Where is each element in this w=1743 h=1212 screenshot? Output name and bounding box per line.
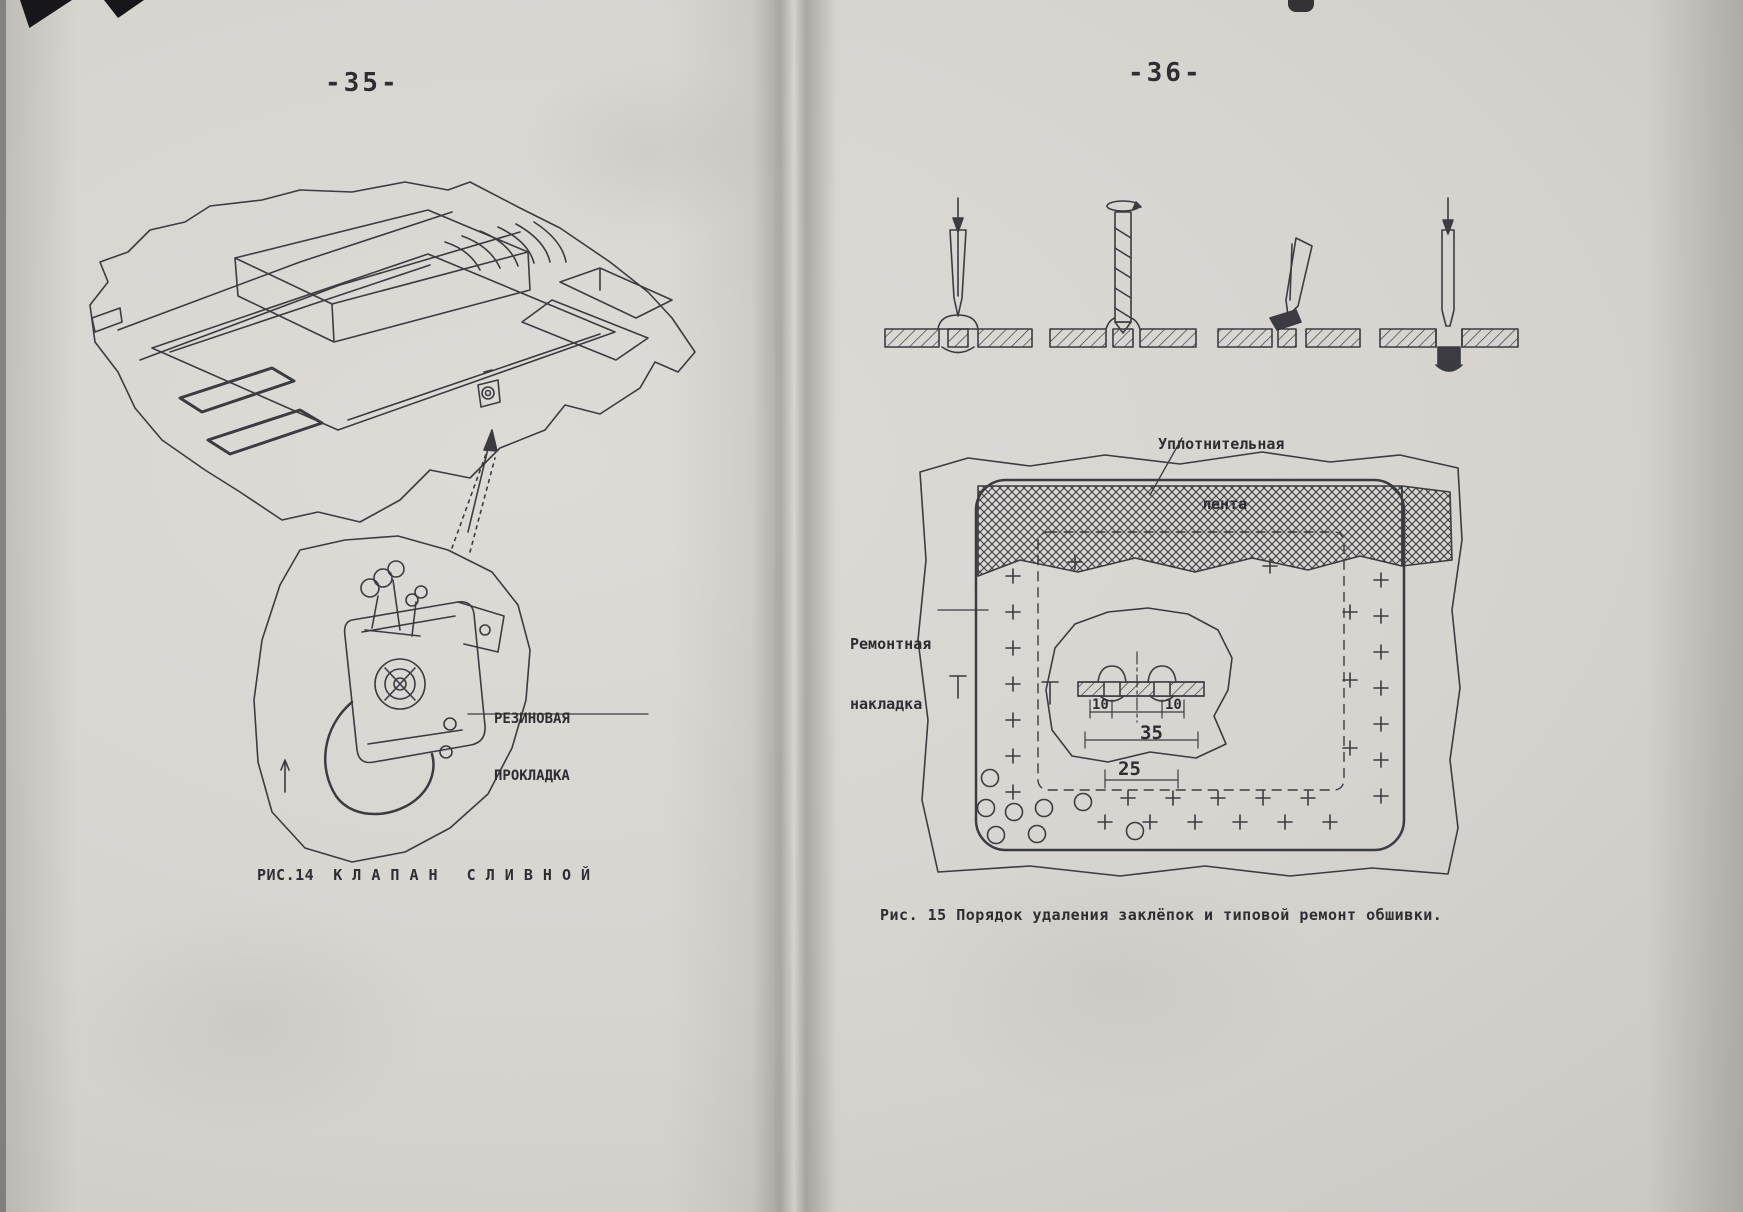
scan-edge-artifact xyxy=(0,0,6,1212)
valve-detail-drawing xyxy=(253,535,649,863)
sealing-tape-label: Уплотнительная лента xyxy=(1158,394,1284,554)
page-number-35: -35- xyxy=(325,68,400,98)
dimension-10-right: 10 xyxy=(1165,697,1182,713)
rubber-gasket-label-line2: ПРОКЛАДКА xyxy=(494,768,570,784)
repair-patch-label-line1: Ремонтная xyxy=(850,635,932,653)
repair-patch-label: Ремонтная накладка xyxy=(850,594,931,754)
scan-corner-artifact xyxy=(1288,0,1314,12)
dimension-10-left: 10 xyxy=(1092,697,1109,713)
sealing-tape-label-line1: Уплотнительная xyxy=(1158,435,1285,453)
repair-patch-diagram xyxy=(917,437,1463,877)
figure-14-caption: РИС.14 К Л А П А Н С Л И В Н О Й xyxy=(257,866,591,884)
hull-isometric-drawing xyxy=(89,181,696,553)
dimension-35: 35 xyxy=(1140,722,1163,744)
rubber-gasket-label: РЕЗИНОВАЯ ПРОКЛАДКА xyxy=(494,672,570,824)
repair-patch-label-line2: накладка xyxy=(850,695,923,713)
rubber-gasket-label-line1: РЕЗИНОВАЯ xyxy=(494,711,570,727)
page-number-36: -36- xyxy=(1128,58,1203,88)
sealing-tape-label-line2: лента xyxy=(1202,495,1248,513)
rivet-removal-steps-drawing xyxy=(884,197,1519,372)
figure-15-caption: Рис. 15 Порядок удаления заклёпок и типо… xyxy=(880,906,1443,924)
dimension-25: 25 xyxy=(1118,758,1141,780)
